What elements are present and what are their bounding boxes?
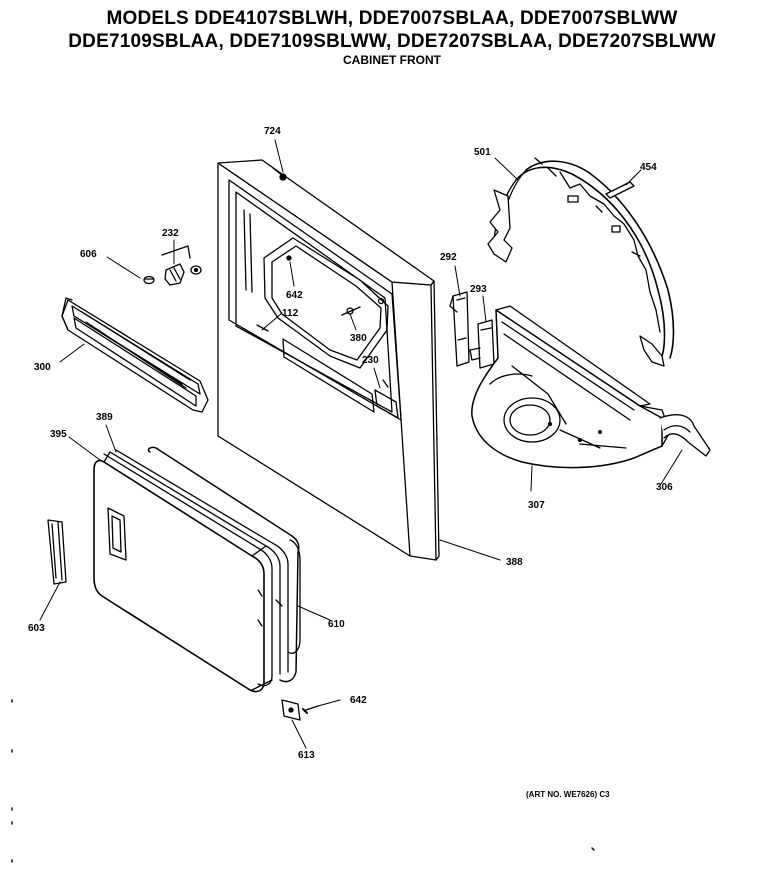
door-handle: [47, 519, 67, 585]
callout-307: 307: [528, 500, 545, 511]
control-bezel: [61, 297, 209, 413]
door-gasket: [287, 539, 301, 654]
callout-606: 606: [80, 249, 97, 260]
rear-bracket: [469, 319, 495, 369]
callout-112: 112: [282, 308, 299, 319]
strike-screw: [302, 705, 319, 714]
callout-232: 232: [162, 228, 179, 239]
front-bracket: [449, 291, 470, 367]
front-bearing-ring: [487, 157, 675, 367]
art-number: (ART NO. WE7626) C3: [526, 790, 610, 799]
callout-642-strike-screw: 642: [350, 695, 367, 706]
callout-454: 454: [640, 162, 657, 173]
exhaust-duct: [659, 414, 711, 457]
leader-lines: [39, 139, 683, 749]
callout-642-screw: 642: [286, 290, 303, 301]
callout-388: 388: [506, 557, 523, 568]
diagram-subtitle: CABINET FRONT: [343, 53, 441, 67]
callout-501: 501: [474, 147, 491, 158]
callout-603: 603: [28, 623, 45, 634]
diagram-title: MODELS DDE4107SBLWH, DDE7007SBLAA, DDE70…: [106, 8, 678, 29]
cabinet-front-panel: [217, 159, 440, 561]
callout-610: 610: [328, 619, 345, 630]
door-strike: [281, 699, 301, 721]
door-assembly: [93, 446, 300, 693]
callout-306: 306: [656, 482, 673, 493]
callout-292: 292: [440, 252, 457, 263]
felt-retainer-clip: [605, 181, 635, 199]
selector-knob-assembly: [143, 245, 202, 286]
margin-marks: [11, 699, 595, 863]
callout-395: 395: [50, 429, 67, 440]
callout-230: 230: [362, 355, 379, 366]
callout-389: 389: [96, 412, 113, 423]
drum-front-housing: [471, 305, 671, 469]
callout-380: 380: [350, 333, 367, 344]
diagram-title-models: DDE7109SBLAA, DDE7109SBLWW, DDE7207SBLAA…: [68, 31, 716, 52]
callout-724: 724: [264, 126, 281, 137]
callout-300: 300: [34, 362, 51, 373]
callout-293: 293: [470, 284, 487, 295]
callout-613: 613: [298, 750, 315, 761]
